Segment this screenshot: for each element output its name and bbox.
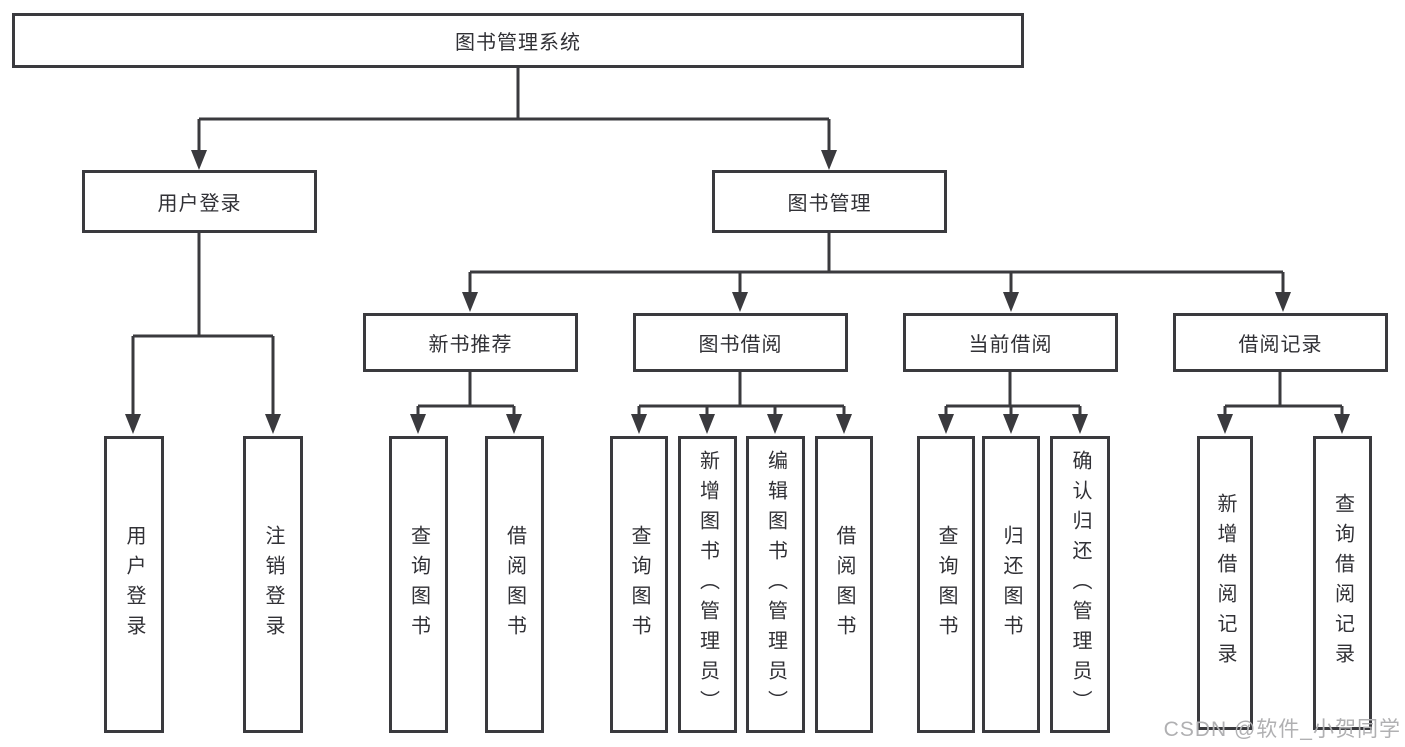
node-query-books-2: 查询图书 — [610, 436, 668, 733]
node-query-books-3: 查询图书 — [917, 436, 975, 733]
connector-borrow-records-to-children — [1223, 372, 1344, 417]
node-query-borrow-record: 查询借阅记录 — [1313, 436, 1372, 730]
arrow-down-icon — [1334, 414, 1350, 434]
node-label: 编辑图书（管理员） — [764, 449, 787, 720]
node-borrow-books-1: 借阅图书 — [485, 436, 544, 733]
arrow-down-icon — [125, 414, 141, 434]
node-user-login-group: 用户登录 — [82, 170, 317, 233]
arrow-down-icon — [631, 414, 647, 434]
node-label: 确认归还（管理员） — [1069, 449, 1091, 720]
node-label: 查询借阅记录 — [1331, 493, 1354, 673]
node-label: 借阅图书 — [833, 524, 855, 645]
node-label: 查询图书 — [407, 524, 430, 645]
node-book-mgmt-group: 图书管理 — [712, 170, 947, 233]
arrow-down-icon — [821, 150, 837, 170]
arrow-down-icon — [732, 292, 748, 312]
node-user-login: 用户登录 — [104, 436, 164, 733]
arrow-down-icon — [191, 150, 207, 170]
arrow-down-icon — [1003, 292, 1019, 312]
node-label: 用户登录 — [123, 524, 145, 645]
node-label: 借阅图书 — [503, 524, 526, 645]
arrow-down-icon — [938, 414, 954, 434]
node-label: 查询图书 — [935, 524, 957, 645]
node-return-books: 归还图书 — [982, 436, 1040, 733]
connector-new-books-to-children — [416, 372, 516, 417]
node-current-borrow-group: 当前借阅 — [903, 313, 1118, 372]
arrow-down-icon — [1072, 414, 1088, 434]
arrow-down-icon — [767, 414, 783, 434]
arrow-down-icon — [265, 414, 281, 434]
connector-root-to-level2 — [197, 68, 831, 153]
node-add-borrow-record: 新增借阅记录 — [1197, 436, 1253, 730]
node-label: 图书借阅 — [698, 334, 783, 356]
node-label: 新增借阅记录 — [1214, 493, 1236, 673]
node-confirm-return-admin: 确认归还（管理员） — [1050, 436, 1110, 733]
connector-user-login-to-children — [131, 233, 275, 417]
node-logout: 注销登录 — [243, 436, 303, 733]
connector-book-borrow-to-children — [637, 372, 846, 417]
node-label: 用户登录 — [157, 193, 242, 215]
node-add-books-admin: 新增图书（管理员） — [678, 436, 737, 733]
node-book-borrow-group: 图书借阅 — [633, 313, 848, 372]
node-new-books-group: 新书推荐 — [363, 313, 578, 372]
arrow-down-icon — [1217, 414, 1233, 434]
arrow-down-icon — [1003, 414, 1019, 434]
node-borrow-records-group: 借阅记录 — [1173, 313, 1388, 372]
node-label: 借阅记录 — [1238, 334, 1323, 356]
arrow-down-icon — [462, 292, 478, 312]
node-label: 当前借阅 — [968, 334, 1053, 356]
node-edit-books-admin: 编辑图书（管理员） — [746, 436, 805, 733]
node-label: 注销登录 — [262, 524, 284, 645]
connector-current-borrow-to-children — [944, 372, 1082, 417]
connector-book-mgmt-to-level3 — [468, 233, 1285, 295]
node-root-system: 图书管理系统 — [12, 13, 1024, 68]
arrow-down-icon — [699, 414, 715, 434]
node-label: 新增图书（管理员） — [696, 449, 719, 720]
node-query-books-1: 查询图书 — [389, 436, 448, 733]
csdn-watermark: CSDN @软件_小贺同学 — [1163, 718, 1401, 741]
node-borrow-books-2: 借阅图书 — [815, 436, 873, 733]
node-label: 图书管理 — [787, 193, 872, 215]
node-label: 归还图书 — [1000, 524, 1022, 645]
arrow-down-icon — [836, 414, 852, 434]
node-label: 新书推荐 — [428, 334, 513, 356]
node-label: 图书管理系统 — [455, 32, 581, 54]
node-label: 查询图书 — [628, 524, 650, 645]
arrow-down-icon — [1275, 292, 1291, 312]
arrow-down-icon — [410, 414, 426, 434]
arrow-down-icon — [506, 414, 522, 434]
